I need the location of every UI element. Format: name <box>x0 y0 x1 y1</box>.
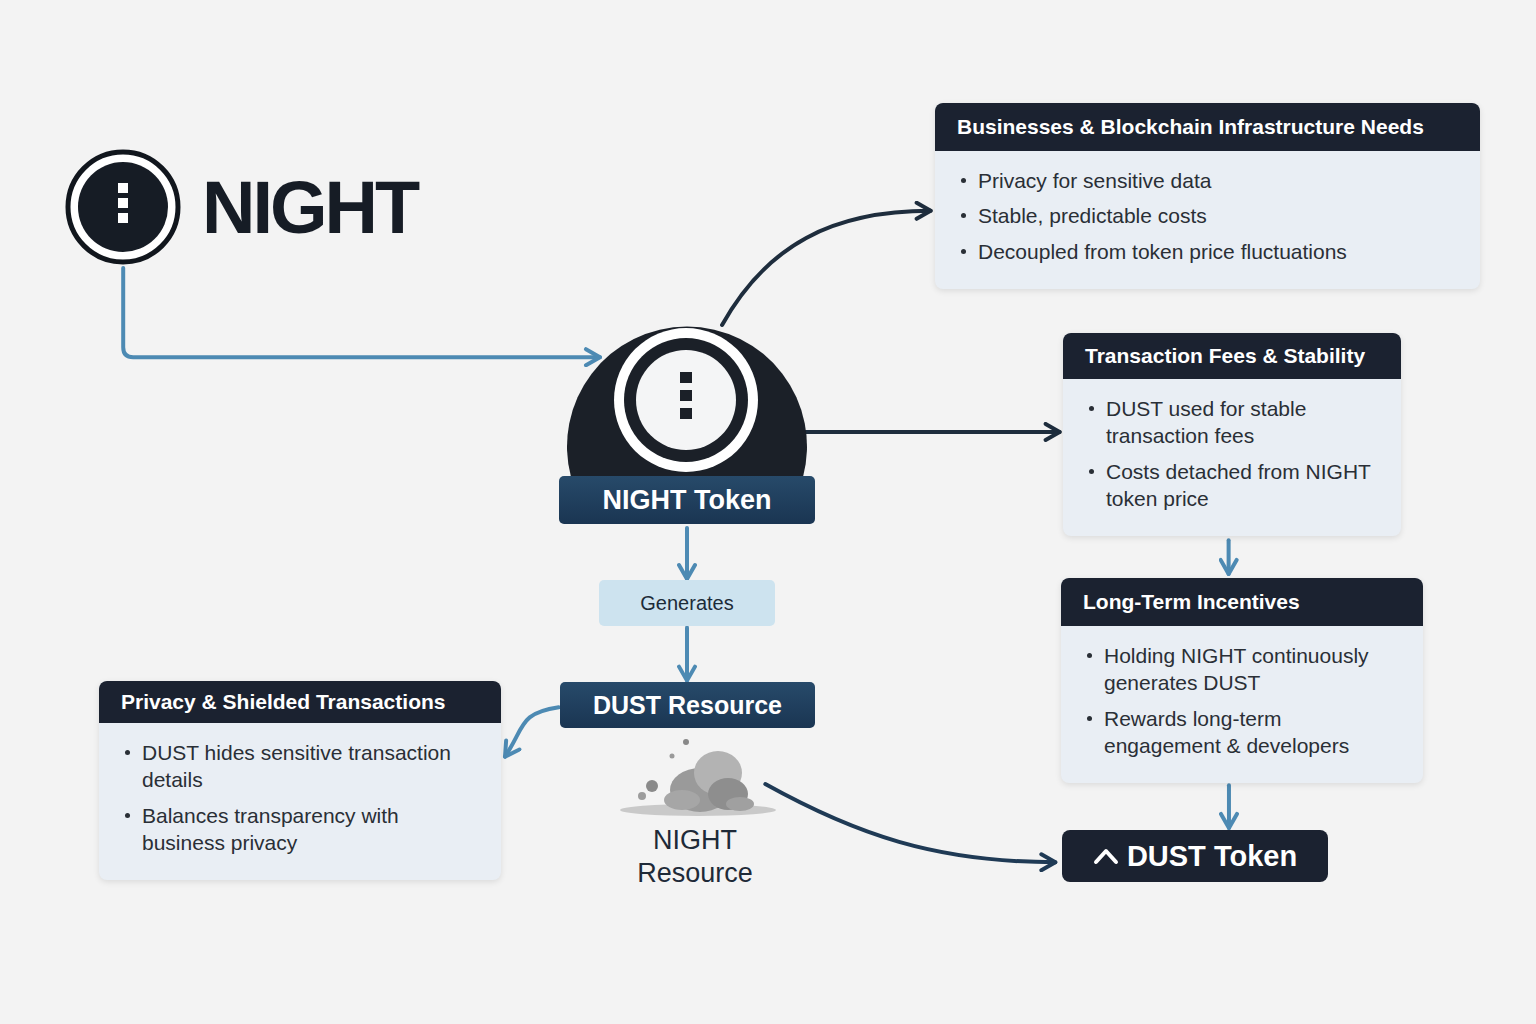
token-label: NIGHT Token <box>559 476 815 524</box>
panel-heading: Businesses & Blockchain Infrastructure N… <box>935 103 1480 151</box>
panel-body: Holding NIGHT continuously generates DUS… <box>1061 626 1423 783</box>
info-panel: Privacy & Shielded TransactionsDUST hide… <box>99 681 501 880</box>
caret-icon <box>1093 846 1119 866</box>
bullet-text: Balances transparency with business priv… <box>142 802 481 857</box>
token-name: DUST Token <box>1127 840 1297 873</box>
logo-wordmark: NIGHT <box>202 166 417 250</box>
info-panel: Businesses & Blockchain Infrastructure N… <box>935 103 1480 289</box>
drawing-part <box>664 790 700 810</box>
drawing-part <box>118 183 128 193</box>
flow-arrow <box>685 528 689 579</box>
dust-node: DUST Token <box>1062 830 1328 882</box>
box-text: Generates <box>640 592 733 615</box>
bullet-row: Privacy for sensitive data <box>961 167 1460 194</box>
bullet-text: Decoupled from token price fluctuations <box>978 238 1347 265</box>
bullet-row: Rewards long-term engagement & developer… <box>1087 705 1403 760</box>
token-name: NIGHT Token <box>602 485 771 516</box>
panel-heading: Long-Term Incentives <box>1061 578 1423 626</box>
info-panel: Transaction Fees & StabilityDUST used fo… <box>1063 333 1401 536</box>
box-text: DUST Resource <box>593 691 782 720</box>
logo-node: NIGHT <box>62 148 462 268</box>
bullet-row: Balances transparency with business priv… <box>125 802 481 857</box>
flow-arrow <box>765 784 1055 862</box>
drawing-part <box>638 792 646 800</box>
drawing-part <box>118 213 128 223</box>
drawing-part <box>726 797 754 811</box>
bullet-row: Stable, predictable costs <box>961 202 1460 229</box>
drawing-part <box>680 390 692 401</box>
flow-arrow <box>722 211 931 325</box>
drawing-part <box>614 328 758 472</box>
resource-box: DUST Resource <box>560 682 815 728</box>
rock-illustration <box>600 728 790 828</box>
resource-label: NIGHT Resource <box>620 824 770 890</box>
drawing-part <box>68 152 178 262</box>
drawing-part <box>636 350 736 450</box>
bullet-dot <box>961 213 966 218</box>
bullet-text: DUST hides sensitive transaction details <box>142 739 481 794</box>
drawing-part <box>680 372 692 383</box>
panel-heading: Transaction Fees & Stability <box>1063 333 1401 379</box>
bullet-text: DUST used for stable transaction fees <box>1106 395 1381 450</box>
drawing-part <box>78 162 168 252</box>
bullet-dot <box>961 249 966 254</box>
drawing-part <box>1096 851 1116 862</box>
panel-heading: Privacy & Shielded Transactions <box>99 681 501 723</box>
flow-arrow <box>803 430 1059 434</box>
bullet-dot <box>125 750 130 755</box>
drawing-part <box>118 198 128 208</box>
flow-arrow <box>123 268 600 357</box>
logo-icon <box>62 148 192 268</box>
panel-body: DUST used for stable transaction feesCos… <box>1063 379 1401 536</box>
panel-body: Privacy for sensitive dataStable, predic… <box>935 151 1480 289</box>
bullet-row: DUST hides sensitive transaction details <box>125 739 481 794</box>
bullet-text: Costs detached from NIGHT token price <box>1106 458 1381 513</box>
bullet-row: DUST used for stable transaction fees <box>1089 395 1381 450</box>
bullet-text: Holding NIGHT continuously generates DUS… <box>1104 642 1403 697</box>
bullet-row: Costs detached from NIGHT token price <box>1089 458 1381 513</box>
flow-arrow <box>1227 540 1231 574</box>
bullet-text: Rewards long-term engagement & developer… <box>1104 705 1403 760</box>
step-box: Generates <box>599 580 775 626</box>
bullet-dot <box>1089 469 1094 474</box>
bullet-dot <box>1087 653 1092 658</box>
bullet-dot <box>1087 716 1092 721</box>
drawing-part <box>683 739 689 745</box>
flow-arrow <box>505 707 559 756</box>
drawing-part <box>646 780 658 792</box>
bullet-dot <box>961 178 966 183</box>
bullet-row: Holding NIGHT continuously generates DUS… <box>1087 642 1403 697</box>
drawing-part <box>624 338 748 462</box>
bullet-text: Privacy for sensitive data <box>978 167 1211 194</box>
drawing-part <box>680 408 692 419</box>
flow-arrow <box>1227 785 1231 828</box>
drawing-part <box>670 754 675 759</box>
panel-body: DUST hides sensitive transaction details… <box>99 723 501 880</box>
info-panel: Long-Term IncentivesHolding NIGHT contin… <box>1061 578 1423 783</box>
bullet-dot <box>125 813 130 818</box>
bullet-text: Stable, predictable costs <box>978 202 1207 229</box>
dome-shape <box>567 327 807 478</box>
token-node: NIGHT Token <box>559 318 815 524</box>
rocks-node: NIGHT Resource <box>600 728 790 898</box>
flow-arrow <box>685 627 689 680</box>
bullet-row: Decoupled from token price fluctuations <box>961 238 1460 265</box>
bullet-dot <box>1089 406 1094 411</box>
